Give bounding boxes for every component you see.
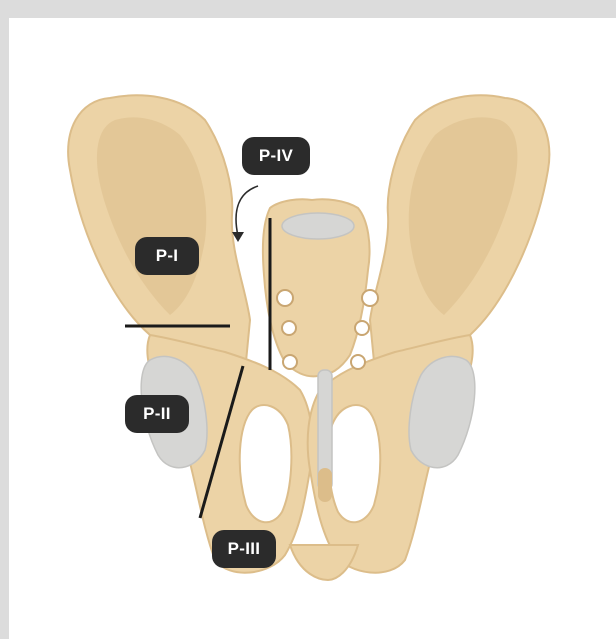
sacral-foramen <box>351 355 365 369</box>
right-obturator-foramen <box>329 405 381 522</box>
label-p-iv: P-IV <box>242 137 310 175</box>
curved-arrow-icon <box>236 186 258 236</box>
pubic-symphysis <box>290 545 358 580</box>
sacral-foramen <box>362 290 378 306</box>
sacral-foramen <box>355 321 369 335</box>
coccyx-tip <box>318 468 332 502</box>
sacral-foramen <box>282 321 296 335</box>
label-p-iii: P-III <box>212 530 276 568</box>
sacral-foramen <box>277 290 293 306</box>
sacral-promontory <box>282 213 354 239</box>
label-p-i: P-I <box>135 237 199 275</box>
left-obturator-foramen <box>240 405 292 522</box>
sacral-foramen <box>283 355 297 369</box>
label-p-ii: P-II <box>125 395 189 433</box>
